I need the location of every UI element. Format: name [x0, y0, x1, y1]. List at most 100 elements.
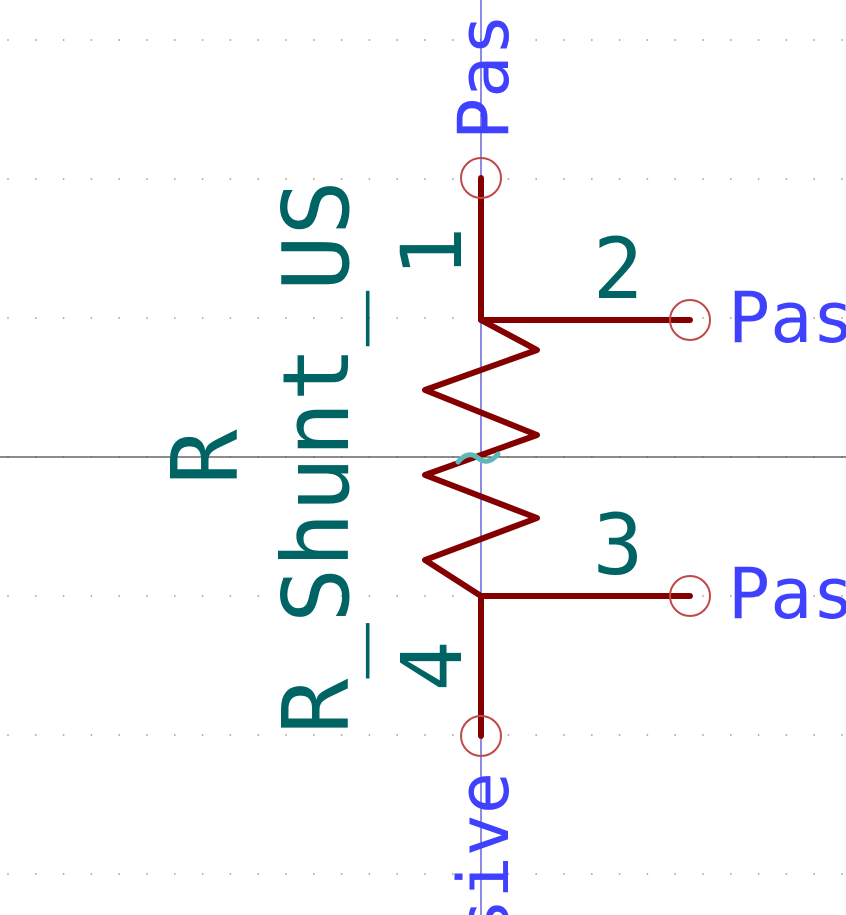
grid-dot [507, 734, 510, 736]
grid-dot [730, 873, 732, 875]
grid-dot [229, 39, 232, 41]
pin-3-end-circle[interactable] [669, 575, 711, 617]
grid-dot [618, 873, 621, 875]
grid-dot [35, 734, 37, 736]
grid-dot [118, 178, 120, 180]
grid-dot [730, 317, 732, 319]
grid-dot [702, 39, 704, 41]
grid-dot [702, 317, 704, 319]
grid-dot [396, 595, 398, 597]
grid-dot [90, 317, 93, 319]
grid-dot [340, 873, 343, 875]
pin-3-number: 3 [593, 496, 644, 594]
grid-dot [424, 873, 426, 875]
grid-dot [146, 317, 148, 319]
grid-dot [424, 178, 426, 180]
grid-dot [90, 873, 93, 875]
grid-dot [62, 734, 65, 736]
pin-1-number: 1 [383, 227, 481, 278]
grid-dot [396, 178, 398, 180]
grid-dot [702, 595, 704, 597]
grid-dot [90, 178, 93, 180]
grid-dot [507, 39, 510, 41]
grid-dot [285, 873, 287, 875]
grid-dot [396, 873, 398, 875]
grid-dot [201, 873, 204, 875]
grid-dot [563, 178, 565, 180]
grid-dot [785, 178, 788, 180]
grid-dot [452, 39, 454, 41]
grid-dot [146, 873, 148, 875]
grid-dot [285, 734, 287, 736]
grid-dot [452, 595, 454, 597]
grid-dot [785, 734, 788, 736]
grid-dot [730, 178, 732, 180]
grid-dot [424, 595, 426, 597]
grid-dot [146, 178, 148, 180]
grid-dot [368, 317, 371, 319]
grid-dot [229, 595, 232, 597]
grid-dot [591, 39, 593, 41]
grid-dot [535, 39, 537, 41]
grid-dot [201, 39, 204, 41]
grid-dot [118, 734, 120, 736]
grid-dot [535, 178, 537, 180]
grid-dot [618, 178, 621, 180]
grid-dot [174, 873, 176, 875]
pin-1-end-circle[interactable] [460, 157, 502, 199]
grid-dot [841, 873, 843, 875]
pin-4-type-label: sive [443, 772, 525, 915]
grid-dot [90, 39, 93, 41]
grid-dot [62, 595, 65, 597]
grid-dot [90, 734, 93, 736]
pin-4-number: 4 [383, 641, 481, 692]
grid-dot [257, 734, 259, 736]
grid-dot [452, 873, 454, 875]
pin-4-end-circle[interactable] [460, 715, 502, 757]
grid-dot [7, 39, 9, 41]
grid-dot [340, 595, 343, 597]
grid-dot [368, 734, 371, 736]
resistor-zigzag [422, 317, 540, 599]
grid-dot [757, 734, 760, 736]
grid-dot [62, 873, 65, 875]
grid-dot [174, 317, 176, 319]
grid-dot [452, 178, 454, 180]
pin-2-end-circle[interactable] [669, 299, 711, 341]
grid-dot [229, 178, 232, 180]
grid-dot [424, 39, 426, 41]
value-field[interactable]: R_Shunt_US [263, 180, 370, 734]
grid-dot [730, 595, 732, 597]
grid-dot [368, 873, 371, 875]
grid-dot [340, 317, 343, 319]
grid-dot [118, 595, 120, 597]
grid-dot [618, 39, 621, 41]
grid-dot [702, 734, 704, 736]
grid-dot [674, 734, 676, 736]
grid-dot [35, 39, 37, 41]
grid-dot [757, 873, 760, 875]
grid-dot [285, 39, 287, 41]
grid-dot [452, 734, 454, 736]
grid-dot [591, 734, 593, 736]
resistor-body[interactable] [422, 175, 693, 739]
grid-dot [7, 595, 9, 597]
grid-dot [201, 178, 204, 180]
grid-dot [646, 39, 649, 41]
grid-dot [424, 317, 426, 319]
reference-field[interactable]: R [152, 429, 259, 485]
grid-dot [7, 178, 9, 180]
grid-dot [118, 873, 120, 875]
grid-dot [730, 39, 732, 41]
pin-1-type-label: Pas [443, 14, 525, 140]
grid-dot [674, 178, 676, 180]
grid-dot [229, 734, 232, 736]
grid-dot [813, 317, 815, 319]
grid-dot [257, 178, 259, 180]
grid-dot [62, 39, 65, 41]
grid-dot [229, 317, 232, 319]
grid-dot [146, 39, 148, 41]
grid-dot [507, 178, 510, 180]
pin-3-type-label: Pas [728, 553, 846, 635]
